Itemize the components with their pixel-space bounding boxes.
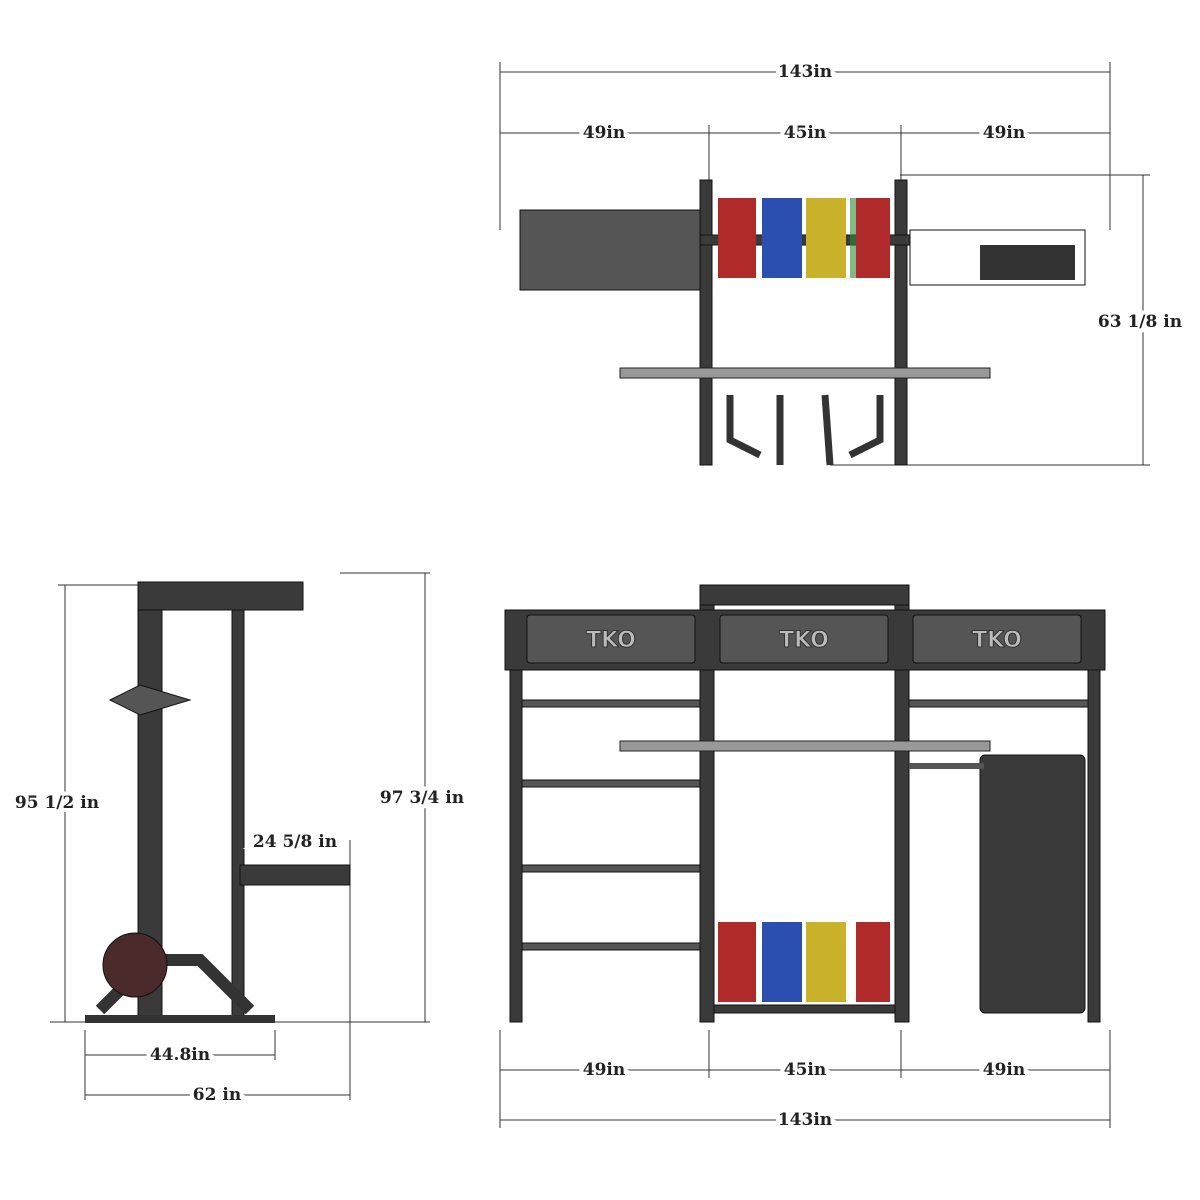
dim-top-center-bay: 45in (784, 123, 826, 143)
plates-front (718, 922, 890, 1002)
tko-logo-left: TKO (586, 628, 636, 653)
plates-top (718, 198, 890, 278)
tko-logo-right: TKO (972, 628, 1022, 653)
storage-bars (521, 699, 1089, 951)
dimension-lines-front (499, 1030, 1111, 1128)
dim-side-spotter-arm: 24 5/8 in (253, 832, 337, 852)
dim-front-right-bay: 49in (983, 1060, 1025, 1080)
dim-side-height-front: 95 1/2 in (15, 793, 99, 813)
dim-top-overall-width: 143in (778, 62, 832, 82)
dim-side-overall-depth: 62 in (193, 1085, 241, 1105)
dimension-lines-top (499, 62, 1150, 466)
side-view: 95 1/2 in 97 3/4 in 24 5/8 in 44.8in 62 … (11, 572, 468, 1109)
dim-top-left-bay: 49in (583, 123, 625, 143)
dim-top-right-bay: 49in (983, 123, 1025, 143)
dim-front-center-bay: 45in (784, 1060, 826, 1080)
dim-front-overall-width: 143in (778, 1110, 832, 1130)
tko-logo-center: TKO (779, 628, 829, 653)
top-view: 143in 49in 45in 49in 63 1/8 in (499, 58, 1186, 466)
dim-side-base-depth: 44.8in (150, 1045, 210, 1065)
dim-top-depth: 63 1/8 in (1098, 312, 1182, 332)
dim-front-left-bay: 49in (583, 1060, 625, 1080)
dim-side-height-total: 97 3/4 in (380, 788, 464, 808)
front-view: TKO TKO TKO 49in 45in 49in 143in (499, 584, 1111, 1134)
